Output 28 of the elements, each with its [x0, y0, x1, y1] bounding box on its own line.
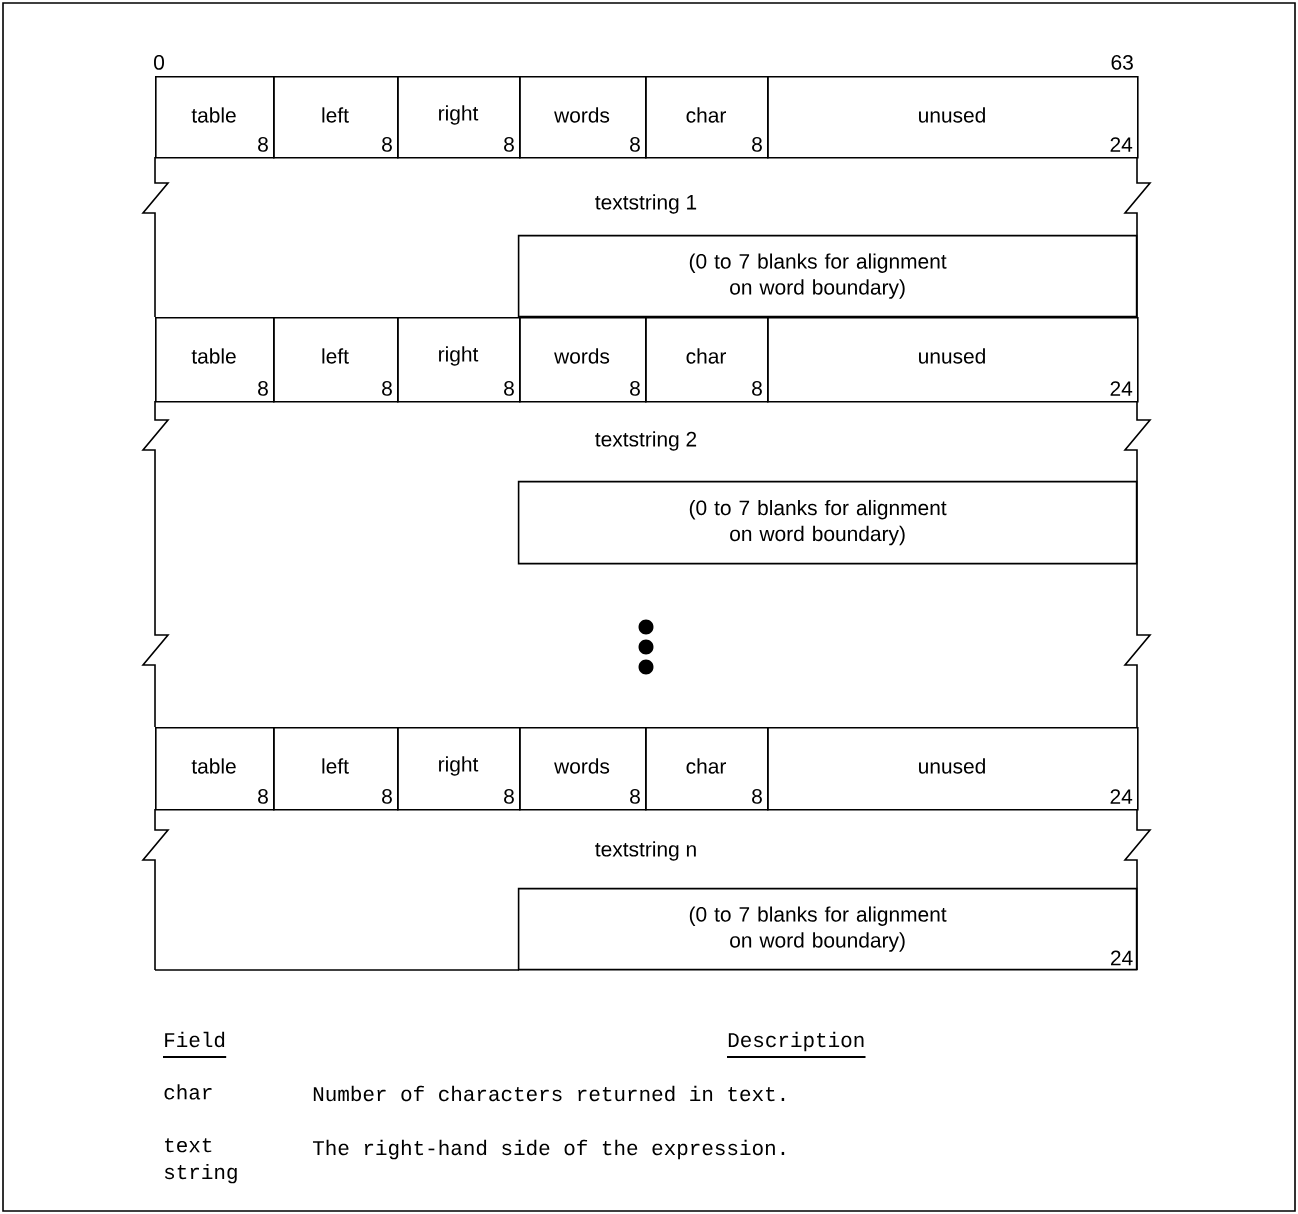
field-cell: unused 24 — [767, 727, 1139, 811]
continuation-band — [141, 563, 1152, 728]
padding-box: (0 to 7 blanks for alignment on word boundary) — [517, 480, 1138, 565]
field-cell: left 8 — [273, 76, 399, 159]
field-cell: words 8 — [519, 727, 647, 811]
padding-box: (0 to 7 blanks for alignment on word boundary) 24 — [517, 887, 1138, 971]
field-name: text string — [164, 1138, 237, 1184]
field-cell: left 8 — [273, 317, 399, 403]
field-cell: table 8 — [155, 76, 275, 159]
field-description: Number of characters returned in text. — [313, 1085, 785, 1102]
field-cell: unused 24 — [767, 76, 1139, 159]
field-cell: char 8 — [645, 727, 769, 811]
field-cell: char 8 — [645, 317, 769, 403]
field-cell: left 8 — [273, 727, 399, 811]
column-heading: Description — [726, 1031, 867, 1058]
field-cell: right 8 — [397, 317, 521, 403]
field-cell: table 8 — [155, 317, 275, 403]
field-name: char — [164, 1084, 212, 1100]
field-cell: table 8 — [155, 727, 275, 811]
field-cell: char 8 — [645, 76, 769, 159]
column-heading: Field — [162, 1031, 228, 1058]
field-cell: unused 24 — [767, 317, 1139, 403]
field-cell: words 8 — [519, 76, 647, 159]
field-cell: words 8 — [519, 317, 647, 403]
padding-box: (0 to 7 blanks for alignment on word boundary) — [517, 234, 1138, 318]
field-cell: right 8 — [397, 727, 521, 811]
field-description: The right-hand side of the expression. — [313, 1139, 785, 1160]
field-cell: right 8 — [397, 76, 521, 159]
